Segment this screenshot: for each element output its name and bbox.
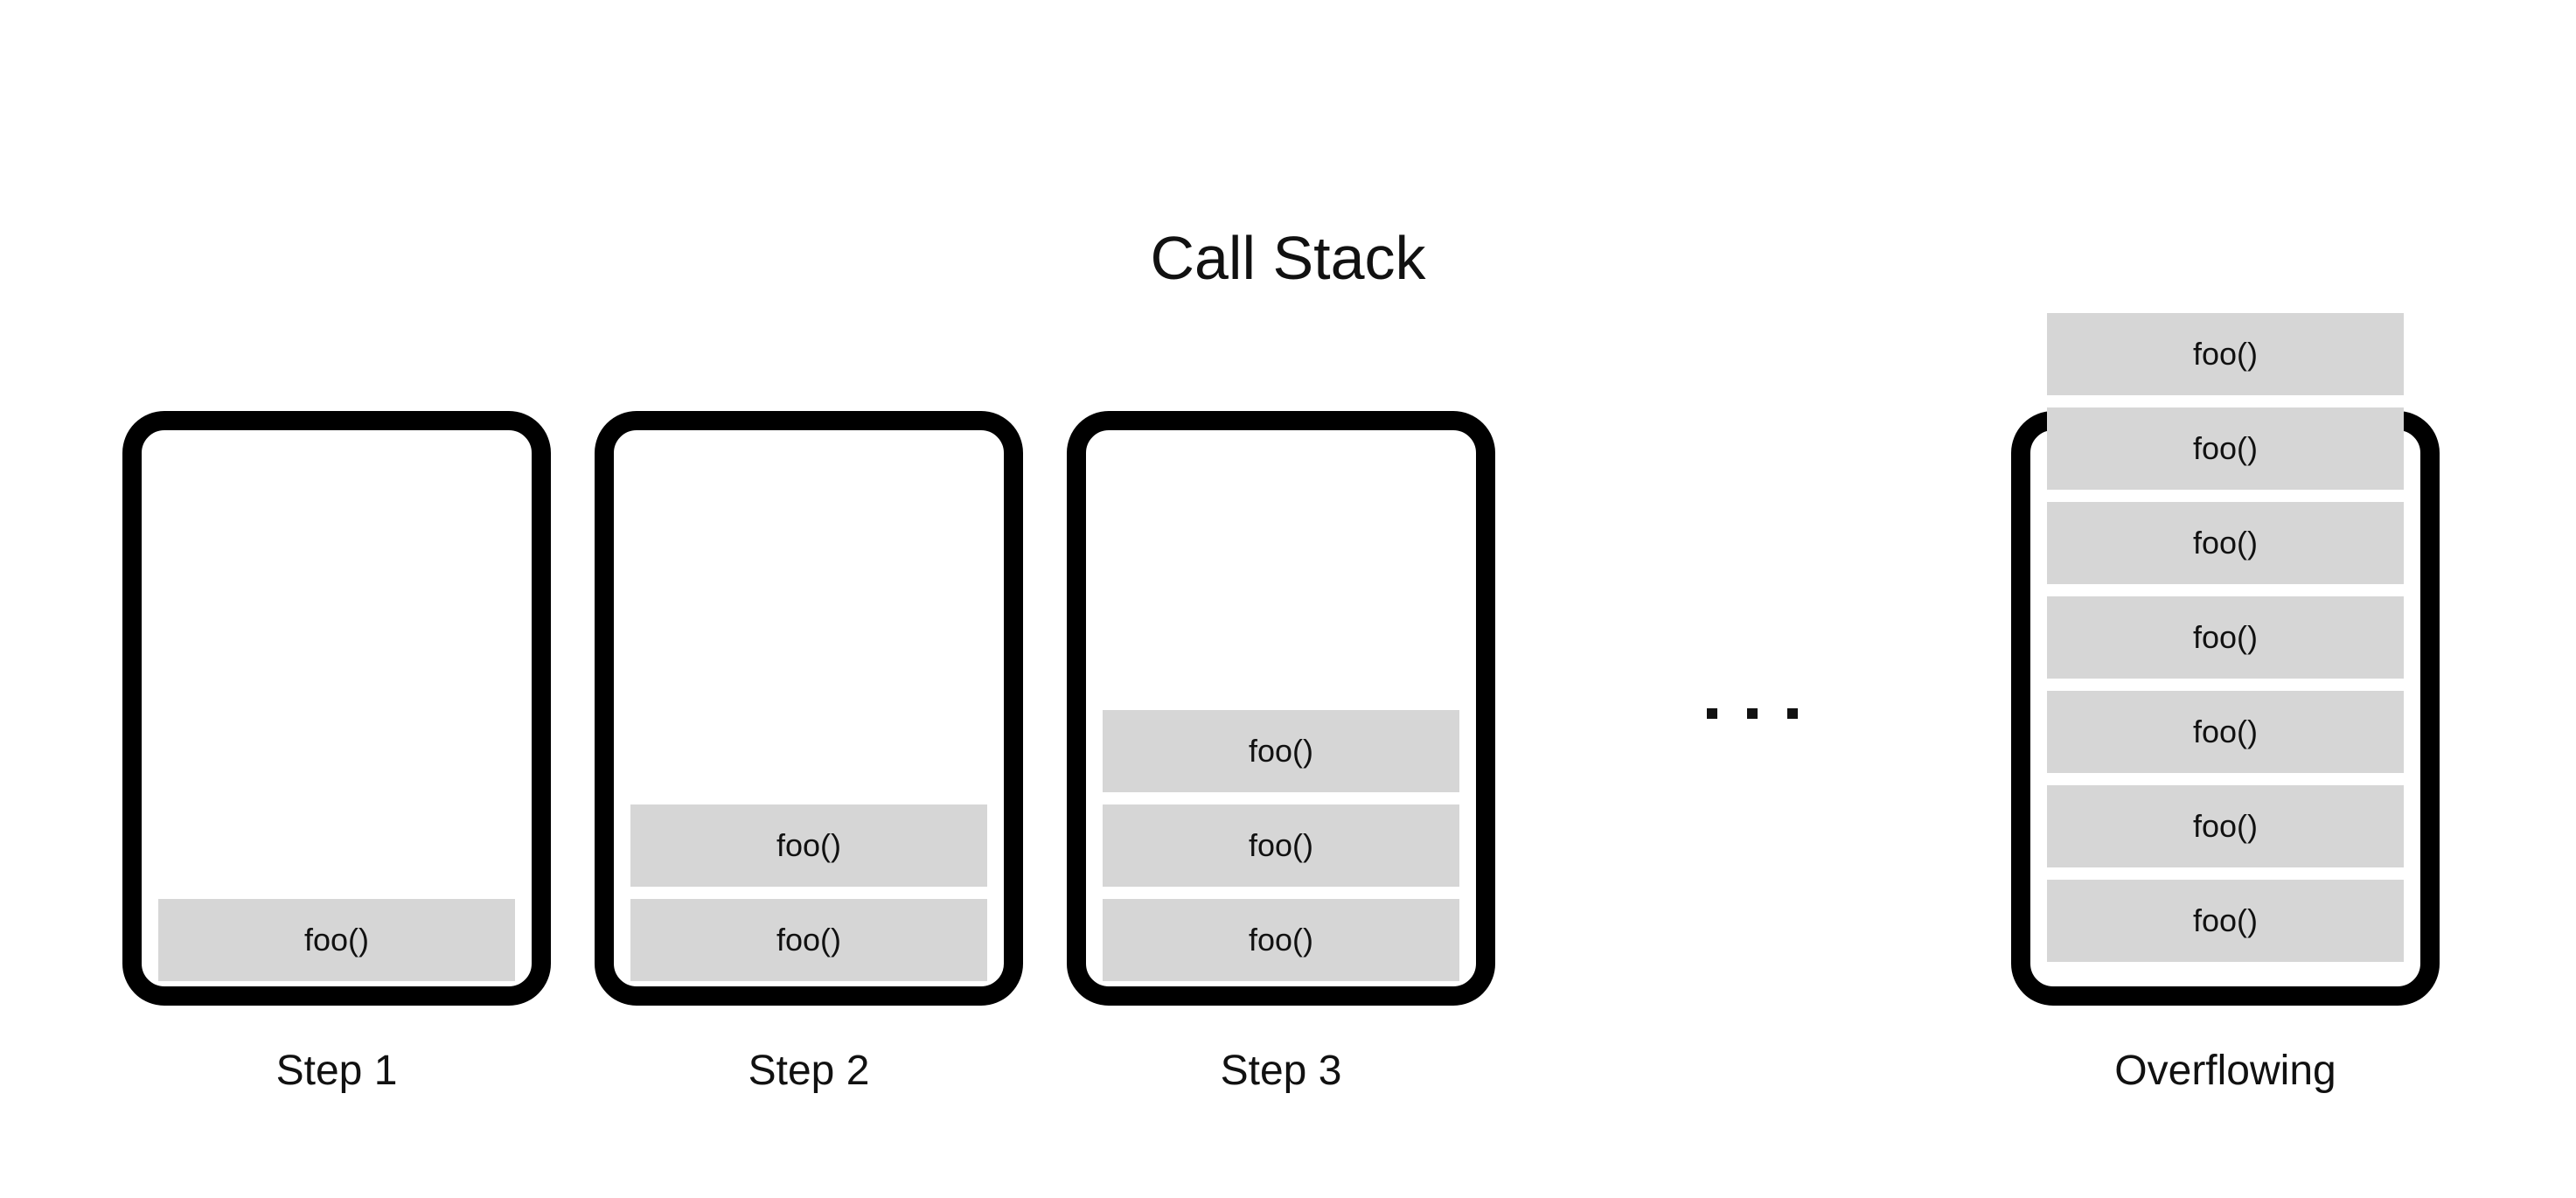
diagram-title: Call Stack: [1150, 224, 1426, 292]
stack-frame: foo(): [630, 899, 987, 981]
stack-frame: foo(): [1103, 710, 1459, 792]
ellipsis: [1696, 700, 1810, 735]
stack-frame: foo(): [2047, 502, 2404, 584]
stack-frame-overflow: foo(): [2047, 313, 2404, 395]
stack-frame: foo(): [2047, 785, 2404, 867]
stack-frame: foo(): [1103, 804, 1459, 887]
ellipsis-dot: [1787, 708, 1798, 719]
stack-frame: foo(): [1103, 899, 1459, 981]
stack-frame: foo(): [158, 899, 515, 981]
stack-caption-step-2: Step 2: [748, 1048, 870, 1094]
stack-frame: foo(): [2047, 596, 2404, 679]
stack-container-step-2: foo() foo(): [595, 411, 1023, 1006]
stack-container-step-1: foo(): [122, 411, 551, 1006]
stack-frame: foo(): [630, 804, 987, 887]
stack-frame: foo(): [2047, 880, 2404, 962]
stack-container-step-3: foo() foo() foo(): [1067, 411, 1495, 1006]
stack-frame: foo(): [2047, 407, 2404, 490]
stack-caption-step-1: Step 1: [275, 1048, 398, 1094]
stack-caption-overflowing: Overflowing: [2114, 1048, 2336, 1094]
ellipsis-dot: [1747, 708, 1758, 719]
ellipsis-dot: [1707, 708, 1717, 719]
stack-caption-step-3: Step 3: [1220, 1048, 1342, 1094]
stack-frame: foo(): [2047, 691, 2404, 773]
